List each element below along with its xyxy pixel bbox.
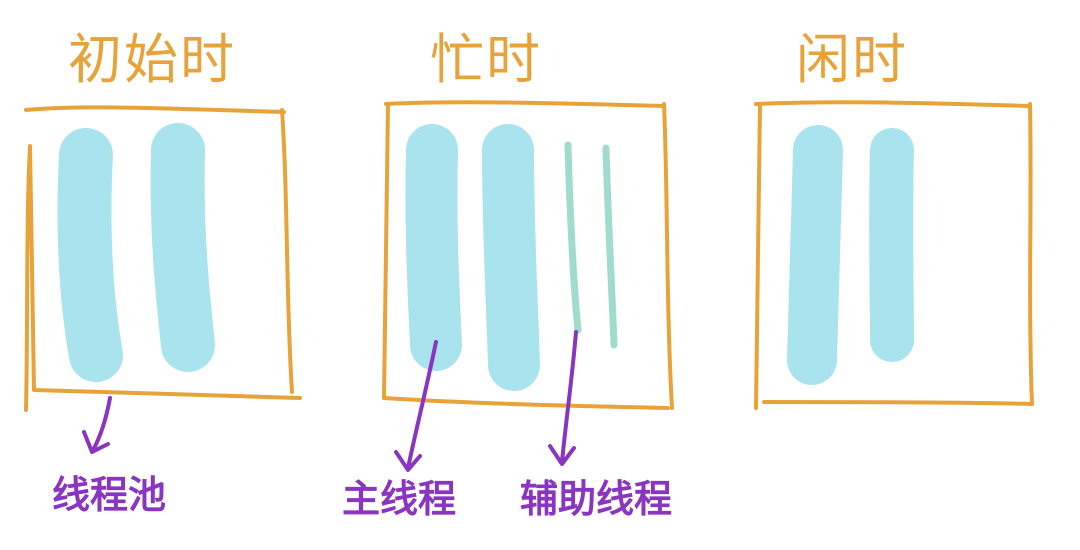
panel-title-idle: 闲时 [796, 28, 908, 91]
thread-initial-2 [150, 123, 215, 372]
thread-initial-1 [57, 128, 123, 382]
pool-frame-busy [382, 100, 674, 410]
main-thread-busy-1 [405, 124, 462, 371]
main-thread-busy-2 [482, 124, 540, 391]
annotation-arrows [82, 330, 578, 472]
helper-thread-busy-1 [564, 141, 582, 334]
thread-idle-1 [787, 125, 843, 385]
arrow-main-thread [394, 340, 438, 472]
label-main-thread: 主线程 [342, 477, 456, 521]
pool-frame-idle [754, 100, 1034, 410]
panel-initial: 初始时 [24, 28, 302, 412]
panel-idle: 闲时 [754, 28, 1034, 410]
arrow-thread-pool [82, 396, 112, 454]
label-helper-thread: 辅助线程 [520, 477, 672, 521]
panel-title-busy: 忙时 [430, 28, 542, 91]
thread-idle-2 [869, 128, 914, 362]
label-thread-pool: 线程池 [52, 473, 166, 517]
panel-title-initial: 初始时 [68, 28, 236, 91]
arrow-helper-thread [548, 330, 578, 466]
panel-busy: 忙时 [382, 28, 674, 410]
pool-frame-initial [24, 105, 302, 412]
helper-thread-busy-2 [602, 144, 618, 349]
